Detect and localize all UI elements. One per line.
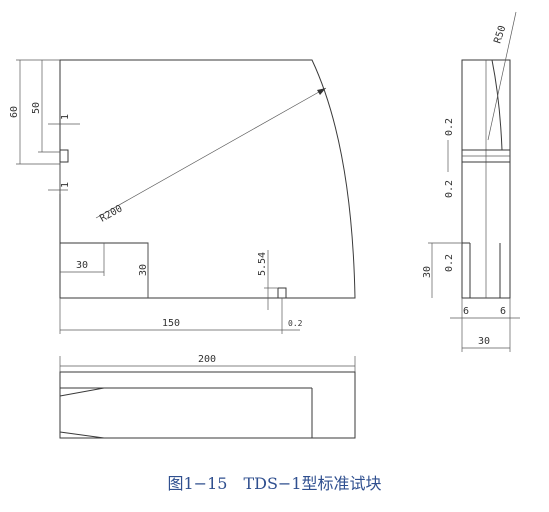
s6b-label: 6 [500, 306, 506, 317]
s02a-label: 0.2 [444, 118, 455, 136]
dim-150-label: 150 [162, 318, 180, 329]
s02b-label: 0.2 [444, 180, 455, 198]
top-view-chamfer-b [59, 431, 105, 439]
dim-60-label: 60 [9, 106, 20, 118]
r200-label: R200 [98, 203, 124, 224]
bottom-slit [277, 287, 287, 298]
dim-1a-label: 1 [60, 114, 71, 120]
dim-1b-label: 1 [60, 182, 71, 188]
dim-02b-label: 0.2 [288, 319, 303, 328]
dim-50-label: 50 [31, 102, 42, 114]
side-view: R50 0.2 0.2 30 0.2 6 6 30 [422, 11, 520, 352]
r200-radius-line [95, 87, 327, 219]
top-view-outline [59, 371, 356, 439]
s30w-label: 30 [478, 336, 490, 347]
front-view: R200 60 50 1 1 30 30 5.54 150 0.2 [9, 59, 356, 334]
front-view-outline [59, 59, 356, 299]
technical-drawing: R200 60 50 1 1 30 30 5.54 150 0.2 [9, 11, 520, 439]
dim-200-label: 200 [198, 354, 216, 365]
side-r50-arc [491, 59, 503, 151]
dim-30w-label: 30 [76, 260, 88, 271]
dim-30h-label: 30 [138, 264, 149, 276]
figure-caption: 图1−15 TDS−1型标准试块 [167, 474, 382, 493]
s02c-label: 0.2 [444, 254, 455, 272]
r50-label: R50 [492, 24, 508, 45]
dim-554-label: 5.54 [257, 252, 268, 276]
r50-leader [487, 11, 517, 141]
top-view-chamfer-a [59, 387, 105, 397]
s6a-label: 6 [463, 306, 469, 317]
top-view: 200 [59, 354, 356, 439]
s30-label: 30 [422, 266, 433, 278]
r200-arrow [317, 88, 326, 95]
top-left-notch [60, 149, 69, 163]
